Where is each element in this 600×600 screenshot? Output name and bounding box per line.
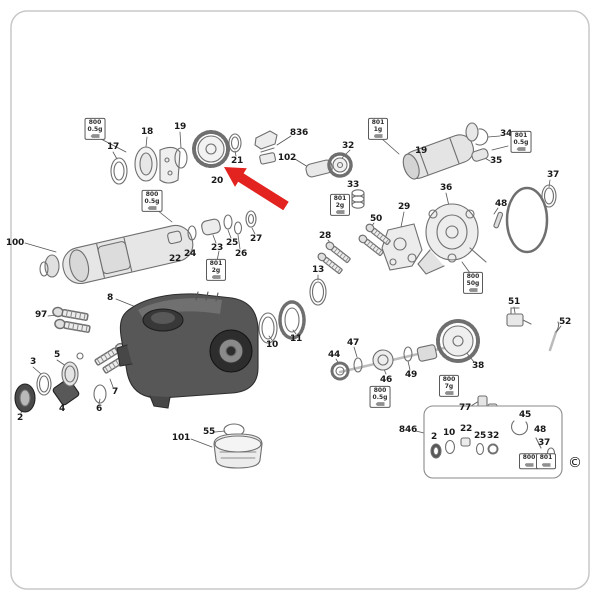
- drawing-pin-52: [548, 321, 560, 352]
- drawing-oring-13: [309, 278, 327, 306]
- drawing-seal-stack-17-21: [110, 130, 242, 185]
- drawing-piston-parts-22-27: [167, 210, 257, 245]
- drawing-shaft-102: [305, 152, 365, 209]
- drawing-barrel-19: [402, 122, 489, 180]
- drawing-cap-101: [213, 423, 263, 469]
- inset-box-846: [423, 405, 563, 479]
- drawing-clip-836: [254, 130, 278, 165]
- drawing-pin-48: [493, 211, 504, 229]
- drawing-large-oring: [505, 186, 549, 254]
- red-arrow-pointer: [224, 167, 289, 211]
- copyright-symbol: ©: [568, 455, 582, 471]
- drawing-oring-37: [541, 184, 557, 208]
- drawing-bearing-rings-10-11: [258, 300, 306, 344]
- drawing-crank-plate-29: [381, 223, 423, 271]
- drawing-part-51: [506, 307, 532, 327]
- page-border: [10, 10, 590, 590]
- drawing-screws-28: [315, 239, 352, 276]
- drawing-chuck-parts: [14, 352, 107, 413]
- drawing-bearing-housing-36: [417, 203, 487, 275]
- drawing-main-housing-8: [116, 291, 259, 409]
- drawing-screws-97: [51, 305, 92, 335]
- drawing-armature-38: [330, 319, 480, 381]
